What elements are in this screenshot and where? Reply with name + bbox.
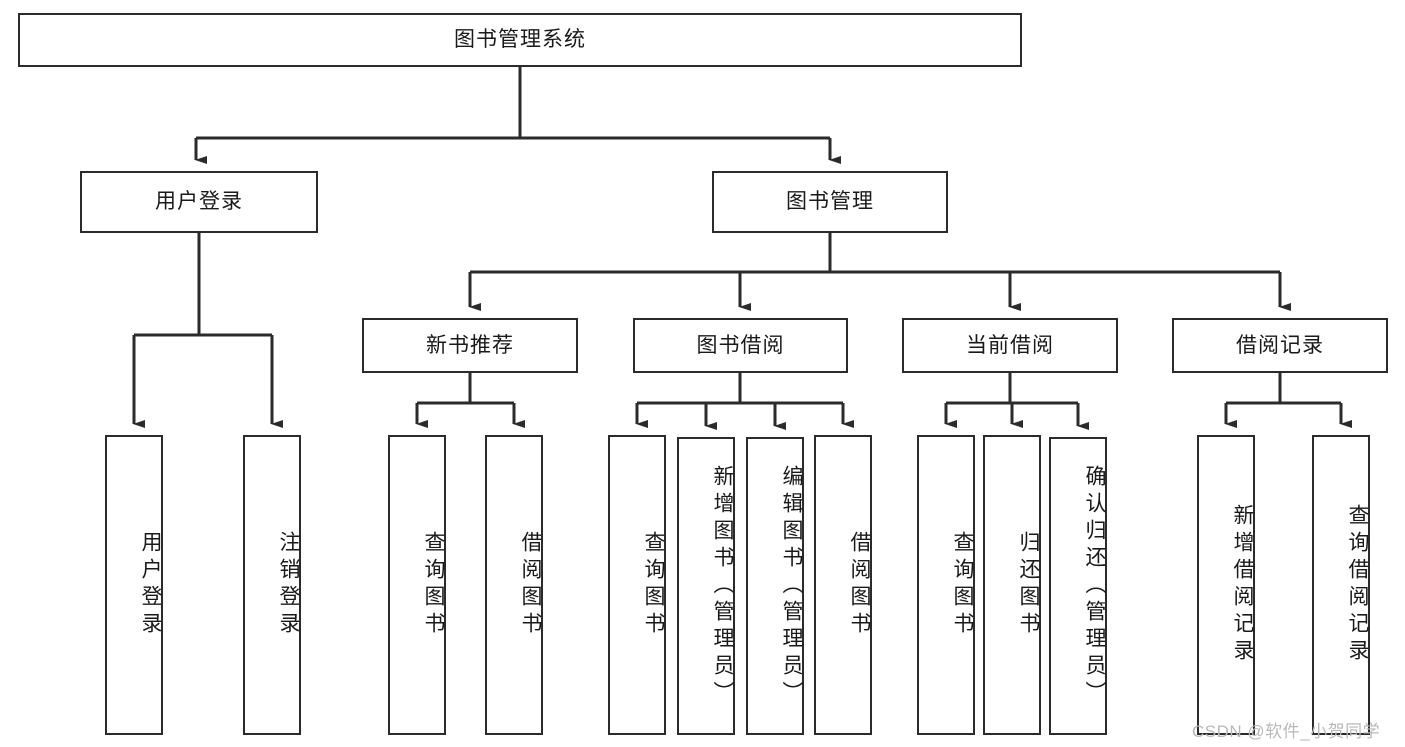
node-current-borrow[interactable]: 当前借阅 [902,318,1118,373]
node-leaf-query-borrow-record-label: 查询借阅记录 [1346,504,1369,666]
node-leaf-return-book-label: 归还图书 [1017,531,1040,639]
node-leaf-return-book[interactable]: 归还图书 [983,435,1041,735]
node-current-borrow-label: 当前借阅 [966,333,1054,357]
node-user-login-label: 用户登录 [155,190,243,214]
node-new-book-recommend-label: 新书推荐 [426,333,514,357]
node-leaf-query-book-rec[interactable]: 查询图书 [388,435,446,735]
node-leaf-user-login[interactable]: 用户登录 [105,435,163,735]
node-leaf-query-book-bb[interactable]: 查询图书 [608,435,666,735]
node-leaf-confirm-return-admin[interactable]: 确认归还（管理员） [1049,437,1107,735]
node-root[interactable]: 图书管理系统 [18,13,1022,67]
node-leaf-query-borrow-record[interactable]: 查询借阅记录 [1312,435,1370,735]
node-leaf-user-login-label: 用户登录 [139,531,162,639]
node-leaf-confirm-return-admin-label: 确认归还（管理员） [1083,464,1106,708]
node-borrow-record-label: 借阅记录 [1236,333,1324,357]
node-user-login[interactable]: 用户登录 [80,171,318,233]
node-book-manage-label: 图书管理 [786,190,874,214]
node-leaf-query-book-rec-label: 查询图书 [422,531,445,639]
node-leaf-query-book-cb[interactable]: 查询图书 [917,435,975,735]
node-leaf-add-borrow-record-label: 新增借阅记录 [1231,504,1254,666]
node-leaf-query-book-cb-label: 查询图书 [951,531,974,639]
node-book-borrow-label: 图书借阅 [696,333,785,357]
node-leaf-add-book-admin[interactable]: 新增图书（管理员） [677,437,735,735]
node-leaf-borrow-book-rec[interactable]: 借阅图书 [485,435,543,735]
node-leaf-logout[interactable]: 注销登录 [243,435,301,735]
node-leaf-borrow-book-rec-label: 借阅图书 [519,531,542,639]
node-leaf-borrow-book-bb[interactable]: 借阅图书 [814,435,872,735]
node-book-borrow[interactable]: 图书借阅 [633,318,848,373]
node-leaf-logout-label: 注销登录 [277,531,300,639]
node-book-manage[interactable]: 图书管理 [712,171,948,233]
node-leaf-edit-book-admin-label: 编辑图书（管理员） [780,464,803,708]
watermark: CSDN @软件_小贺同学 [1192,722,1381,741]
node-leaf-borrow-book-bb-label: 借阅图书 [848,531,871,639]
node-borrow-record[interactable]: 借阅记录 [1172,318,1388,373]
node-root-label: 图书管理系统 [454,28,586,52]
node-leaf-add-borrow-record[interactable]: 新增借阅记录 [1197,435,1255,735]
node-leaf-add-book-admin-label: 新增图书（管理员） [711,464,734,708]
node-new-book-recommend[interactable]: 新书推荐 [362,318,578,373]
node-leaf-query-book-bb-label: 查询图书 [642,531,665,639]
node-leaf-edit-book-admin[interactable]: 编辑图书（管理员） [746,437,804,735]
